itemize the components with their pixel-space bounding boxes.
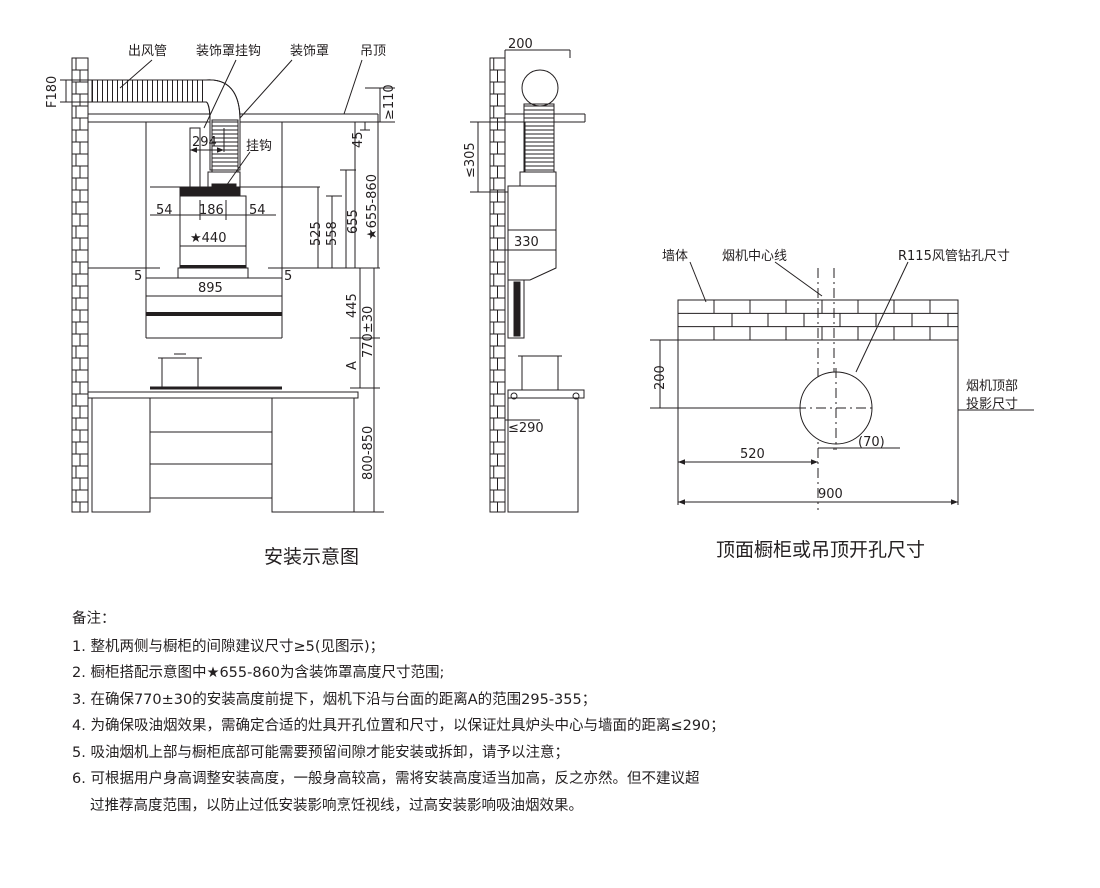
note-item: 3. 在确保770±30的安装高度前提下，烟机下沿与台面的距离A的范围295-3… xyxy=(72,691,597,708)
dim-800-850: 800-850 xyxy=(361,426,376,480)
dim-star655-860: ★655-860 xyxy=(365,174,380,240)
label-cover-hook: 装饰罩挂钩 xyxy=(196,44,261,59)
front-exhaust-duct xyxy=(91,79,241,191)
dim-45: 45 xyxy=(351,131,366,148)
side-duct xyxy=(519,69,559,187)
front-base-cabinet xyxy=(87,391,359,513)
side-dim-le305: ≤305 xyxy=(463,142,478,178)
front-cooktop-pot xyxy=(150,353,282,390)
dim-558: 558 xyxy=(325,221,340,246)
dim-5-left: 5 xyxy=(134,269,142,284)
note-item: 6. 可根据用户身高调整安装高度，一般身高较高，需将安装高度适当加高，反之亦然。… xyxy=(72,771,700,787)
caption-top-view: 顶面橱柜或吊顶开孔尺寸 xyxy=(716,539,925,561)
label-center-line: 烟机中心线 xyxy=(722,249,787,264)
dim-186: 186 xyxy=(199,203,224,218)
front-view: 出风管 装饰罩挂钩 装饰罩 吊顶 挂钩 F180 ≥110 294 45 54 … xyxy=(45,44,397,568)
label-projection-1: 烟机顶部 xyxy=(966,379,1018,394)
note-item: 4. 为确保吸油烟效果，需确定合适的灶具开孔位置和尺寸，以保证灶具炉头中心与墙面… xyxy=(72,718,725,734)
caption-install-diagram: 安装示意图 xyxy=(264,546,359,568)
dim-a: A xyxy=(345,361,360,370)
dim-445: 445 xyxy=(345,293,360,318)
dim-5-right: 5 xyxy=(284,269,292,284)
front-dimension-lines xyxy=(60,59,395,513)
installation-drawing: 出风管 装饰罩挂钩 装饰罩 吊顶 挂钩 F180 ≥110 294 45 54 … xyxy=(45,37,1034,568)
dim-ge110: ≥110 xyxy=(382,84,397,120)
dim-895: 895 xyxy=(198,281,223,296)
top-dim-70: (70) xyxy=(858,435,885,450)
note-item: 5. 吸油烟机上部与橱柜底部可能需要预留间隙才能安装或拆卸，请予以注意； xyxy=(72,744,569,761)
side-dim-le290: ≤290 xyxy=(508,421,544,436)
top-dim-900: 900 xyxy=(818,487,843,502)
side-view: 200 ≤305 330 ≤290 xyxy=(463,37,586,513)
side-brick-wall xyxy=(489,57,506,513)
dim-54-left: 54 xyxy=(156,203,173,218)
dim-294: 294 xyxy=(192,135,217,150)
side-dimension-lines xyxy=(470,49,571,421)
top-dim-520: 520 xyxy=(740,447,765,462)
label-projection-2: 投影尺寸 xyxy=(966,396,1018,412)
label-hole-size: R115风管钻孔尺寸 xyxy=(898,249,1010,264)
label-wall: 墙体 xyxy=(662,249,688,264)
dim-star440: ★440 xyxy=(190,231,226,246)
dim-f180: F180 xyxy=(45,76,60,108)
dim-525: 525 xyxy=(309,221,324,246)
label-hook: 挂钩 xyxy=(246,139,272,154)
top-view: 墙体 烟机中心线 R115风管钻孔尺寸 烟机顶部 投影尺寸 200 (70) 5… xyxy=(650,249,1034,561)
front-brick-wall xyxy=(71,57,89,513)
note-item-continuation: 过推荐高度范围，以防止过低安装影响烹饪视线，过高安装影响吸油烟效果。 xyxy=(90,797,583,814)
note-item: 2. 橱柜搭配示意图中★655-860为含装饰罩高度尺寸范围; xyxy=(72,665,445,681)
side-dim-330: 330 xyxy=(514,235,539,250)
notes-title: 备注： xyxy=(72,611,116,627)
side-cooktop xyxy=(507,355,585,513)
top-dim-200: 200 xyxy=(653,365,668,390)
label-ceiling: 吊顶 xyxy=(360,44,386,59)
label-duct: 出风管 xyxy=(128,44,167,59)
front-hood-chimney xyxy=(150,127,320,279)
notes-section: 备注： 1. 整机两侧与橱柜的间隙建议尺寸≥5(见图示)； 2. 橱柜搭配示意图… xyxy=(72,606,1072,819)
dim-770: 770±30 xyxy=(361,306,376,358)
label-cover: 装饰罩 xyxy=(290,44,329,59)
dim-655: 655 xyxy=(346,209,361,234)
side-hood xyxy=(507,185,557,339)
dim-54-right: 54 xyxy=(249,203,266,218)
side-dim-200: 200 xyxy=(508,37,533,52)
note-item: 1. 整机两侧与橱柜的间隙建议尺寸≥5(见图示)； xyxy=(72,638,385,655)
